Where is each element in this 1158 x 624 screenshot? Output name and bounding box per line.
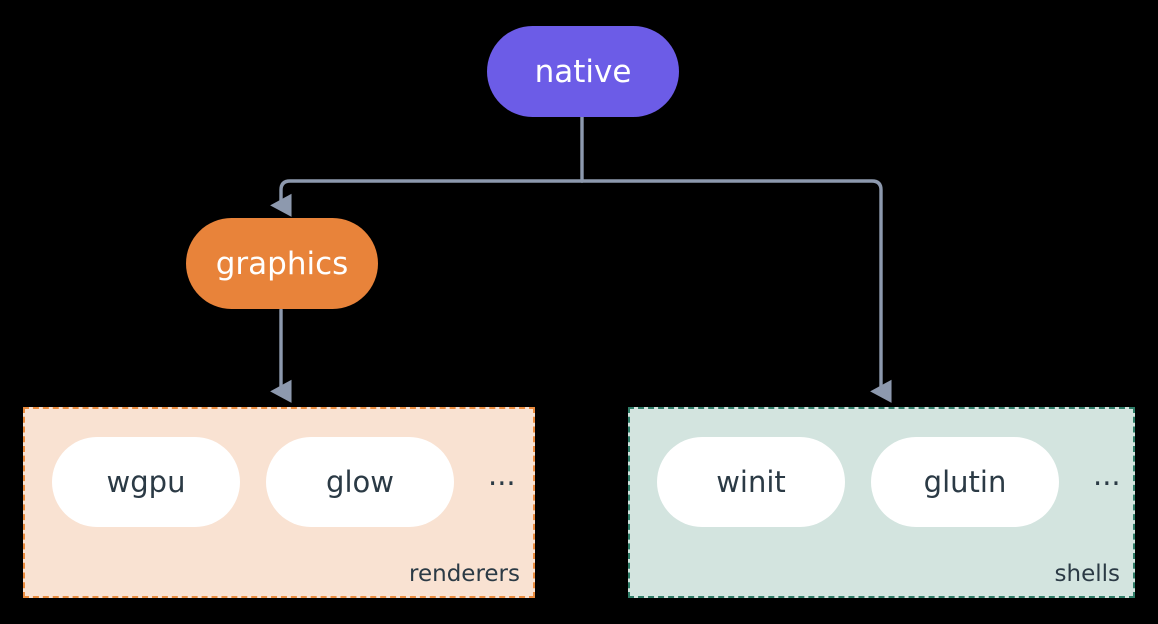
shells-node-row: winit glutin ... xyxy=(630,437,1133,527)
edge-native-to-graphics xyxy=(270,179,584,217)
node-glutin-label: glutin xyxy=(923,465,1007,499)
renderers-node-row: wgpu glow ... xyxy=(25,437,533,527)
node-glow[interactable]: glow xyxy=(266,437,454,527)
node-graphics-label: graphics xyxy=(215,245,349,282)
subgraph-renderers[interactable]: wgpu glow ... renderers xyxy=(23,407,535,598)
subgraph-shells-label: shells xyxy=(1054,561,1120,587)
edge-native-to-shells xyxy=(580,179,892,403)
node-wgpu[interactable]: wgpu xyxy=(52,437,240,527)
node-winit-label: winit xyxy=(716,465,786,499)
node-native[interactable]: native xyxy=(487,26,679,117)
node-glow-label: glow xyxy=(326,465,394,499)
subgraph-shells[interactable]: winit glutin ... shells xyxy=(628,407,1135,598)
node-native-label: native xyxy=(534,53,632,90)
renderers-ellipsis: ... xyxy=(488,457,516,492)
node-winit[interactable]: winit xyxy=(657,437,845,527)
node-wgpu-label: wgpu xyxy=(106,465,186,499)
node-graphics[interactable]: graphics xyxy=(186,218,378,309)
shells-ellipsis: ... xyxy=(1093,457,1121,492)
subgraph-renderers-label: renderers xyxy=(409,561,520,587)
node-glutin[interactable]: glutin xyxy=(871,437,1059,527)
